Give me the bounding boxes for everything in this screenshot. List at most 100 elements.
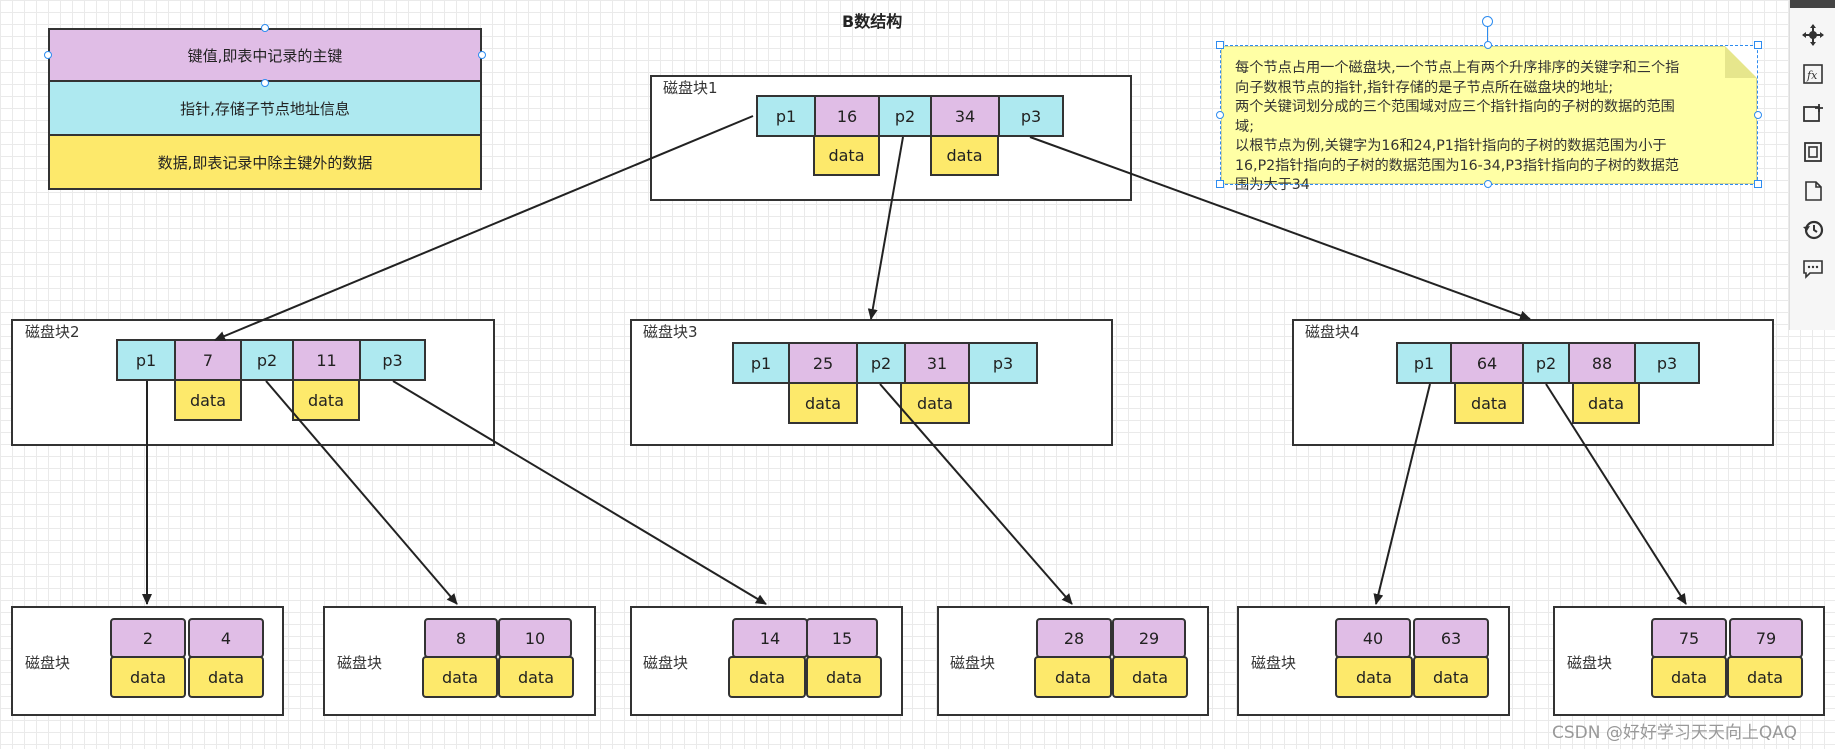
- data-cell[interactable]: data: [1112, 656, 1188, 698]
- selection-handle[interactable]: [1484, 180, 1492, 188]
- selection-handle[interactable]: [44, 51, 52, 59]
- arrow: [265, 380, 458, 605]
- key-cell[interactable]: 34: [930, 95, 1000, 137]
- right-toolbar: fx: [1789, 0, 1835, 330]
- rotate-handle-stem: [1487, 26, 1488, 42]
- arrow: [879, 383, 1073, 605]
- legend-pointer-text: 指针,存储子节点地址信息: [180, 99, 350, 118]
- note-line: 每个节点占用一个磁盘块,一个节点上有两个升序排序的关键字和三个指: [1235, 60, 1680, 76]
- document-icon[interactable]: [1798, 176, 1828, 206]
- key-cell[interactable]: 8: [424, 618, 498, 658]
- data-cell[interactable]: data: [188, 656, 264, 698]
- selection-handle[interactable]: [1754, 111, 1762, 119]
- data-cell[interactable]: data: [422, 656, 498, 698]
- note-fold: [1725, 46, 1757, 78]
- data-cell[interactable]: data: [174, 379, 242, 421]
- legend-data[interactable]: 数据,即表记录中除主键外的数据: [48, 134, 482, 190]
- diagram-title: B数结构: [842, 12, 903, 31]
- note-line: 向子数根节点的指针,指针存储的是子节点所在磁盘块的地址;: [1235, 79, 1614, 96]
- history-icon[interactable]: [1798, 215, 1828, 245]
- data-cell[interactable]: data: [1651, 656, 1727, 698]
- insert-icon[interactable]: [1798, 98, 1828, 128]
- pointer-p2[interactable]: p2: [878, 95, 932, 137]
- data-cell[interactable]: data: [930, 135, 999, 176]
- data-cell[interactable]: data: [900, 382, 970, 424]
- note-line: 域;: [1235, 118, 1254, 135]
- rotate-handle[interactable]: [1482, 16, 1493, 27]
- note-line: 两个关键词划分成的三个范围域对应三个指针指向的子树的数据的范围: [1235, 99, 1675, 115]
- note-line: 围为大于34: [1235, 177, 1310, 193]
- data-cell[interactable]: data: [110, 656, 186, 698]
- data-cell[interactable]: data: [498, 656, 574, 698]
- disk-block-label: 磁盘块: [337, 654, 383, 672]
- key-cell[interactable]: 2: [110, 618, 186, 658]
- data-cell[interactable]: data: [1572, 382, 1640, 424]
- disk-block-label: 磁盘块2: [25, 323, 80, 341]
- pointer-p1[interactable]: p1: [116, 339, 176, 381]
- key-cell[interactable]: 63: [1413, 618, 1489, 658]
- key-cell[interactable]: 64: [1450, 342, 1524, 384]
- pointer-p1[interactable]: p1: [732, 342, 790, 384]
- note-sticky[interactable]: 每个节点占用一个磁盘块,一个节点上有两个升序排序的关键字和三个指 向子数根节点的…: [1221, 46, 1757, 193]
- selection-handle[interactable]: [1754, 41, 1762, 49]
- key-cell[interactable]: 25: [788, 342, 858, 384]
- disk-block-label: 磁盘块: [25, 654, 71, 672]
- legend-key-text: 键值,即表中记录的主键: [187, 46, 343, 65]
- data-cell[interactable]: data: [1034, 656, 1112, 698]
- pointer-p3[interactable]: p3: [1634, 342, 1700, 384]
- disk-block-label: 磁盘块4: [1305, 323, 1360, 341]
- key-cell[interactable]: 75: [1651, 618, 1727, 658]
- disk-block-label: 磁盘块3: [643, 323, 698, 341]
- note-selection-outline: [1220, 45, 1758, 185]
- note-line: 16,P2指针指向的子树的数据范围为16-34,P3指针指向的子树的数据范: [1235, 157, 1679, 174]
- arrow: [867, 136, 904, 320]
- pointer-p1[interactable]: p1: [756, 95, 816, 137]
- data-cell[interactable]: data: [292, 379, 360, 421]
- arrow: [392, 380, 767, 605]
- key-cell[interactable]: 4: [188, 618, 264, 658]
- disk-block-label: 磁盘块: [1567, 654, 1613, 672]
- arrow: [1545, 383, 1687, 605]
- pointer-p1[interactable]: p1: [1396, 342, 1452, 384]
- arrow: [1373, 383, 1431, 605]
- disk-block-label: 磁盘块: [643, 654, 689, 672]
- toolbar-topbar: [1790, 0, 1835, 8]
- selection-handle[interactable]: [1216, 180, 1224, 188]
- data-cell[interactable]: data: [1335, 656, 1413, 698]
- navigate-icon[interactable]: [1798, 20, 1828, 50]
- disk-block-label: 磁盘块: [950, 654, 996, 672]
- formula-icon[interactable]: fx: [1798, 59, 1828, 89]
- note-line: 以根节点为例,关键字为16和24,P1指针指向的子树的数据范围为小于: [1235, 138, 1667, 154]
- disk-block-label: 磁盘块: [1251, 654, 1297, 672]
- selection-handle[interactable]: [1754, 180, 1762, 188]
- legend-key[interactable]: 键值,即表中记录的主键: [48, 28, 482, 82]
- data-cell[interactable]: data: [728, 656, 806, 698]
- selection-handle[interactable]: [1216, 111, 1224, 119]
- selection-handle[interactable]: [1216, 41, 1224, 49]
- arrow: [1029, 136, 1531, 321]
- key-cell[interactable]: 79: [1729, 618, 1803, 658]
- legend-data-text: 数据,即表记录中除主键外的数据: [157, 153, 373, 172]
- svg-text:fx: fx: [1806, 69, 1818, 82]
- disk-block-label: 磁盘块1: [663, 79, 718, 97]
- data-cell[interactable]: data: [1727, 656, 1803, 698]
- selection-handle[interactable]: [1484, 41, 1492, 49]
- selection-handle[interactable]: [478, 51, 486, 59]
- selection-handle[interactable]: [261, 79, 269, 87]
- pages-icon[interactable]: [1798, 137, 1828, 167]
- watermark: CSDN @好好学习天天向上QAQ: [1552, 723, 1797, 743]
- data-cell[interactable]: data: [1413, 656, 1489, 698]
- comment-icon[interactable]: [1798, 254, 1828, 284]
- pointer-p3[interactable]: p3: [359, 339, 426, 381]
- key-cell[interactable]: 10: [498, 618, 572, 658]
- data-cell[interactable]: data: [813, 135, 880, 176]
- pointer-p3[interactable]: p3: [968, 342, 1038, 384]
- pointer-p3[interactable]: p3: [998, 95, 1064, 137]
- selection-handle[interactable]: [261, 24, 269, 32]
- data-cell[interactable]: data: [788, 382, 858, 424]
- data-cell[interactable]: data: [806, 656, 882, 698]
- arrow: [214, 115, 754, 341]
- pointer-p2[interactable]: p2: [240, 339, 294, 381]
- data-cell[interactable]: data: [1454, 382, 1524, 424]
